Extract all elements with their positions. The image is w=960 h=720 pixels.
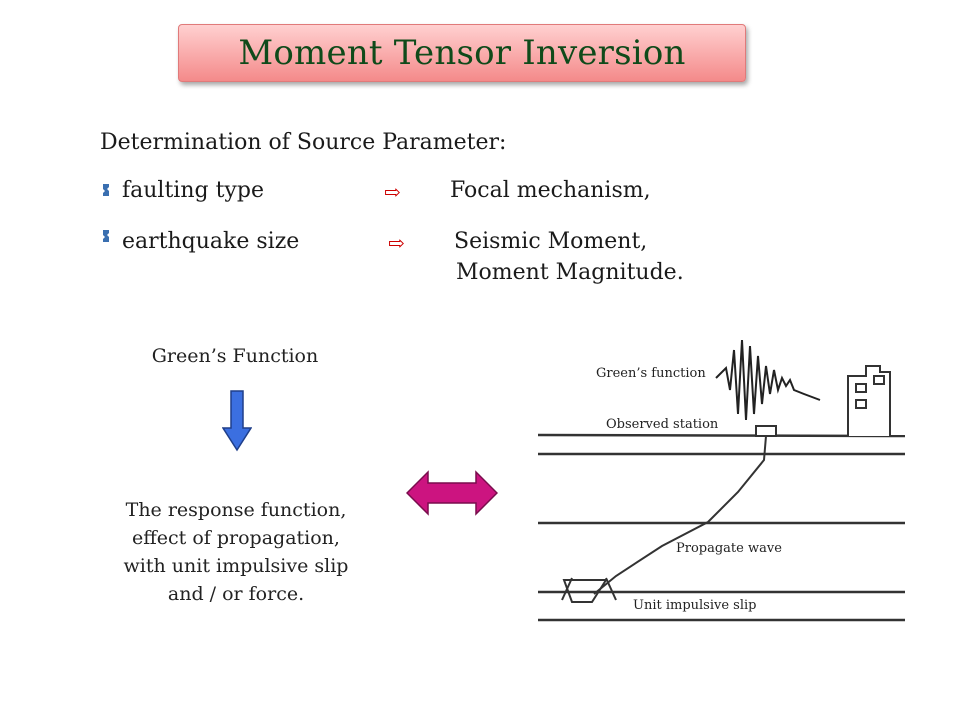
bullet-result-focal-mechanism: Focal mechanism, xyxy=(450,178,651,203)
label-propagate-wave: Propagate wave xyxy=(676,541,782,556)
response-line: effect of propagation, xyxy=(132,527,340,549)
bullet-result-moment-magnitude: Moment Magnitude. xyxy=(456,260,684,285)
propagation-diagram xyxy=(537,339,906,622)
building-icon xyxy=(847,365,891,436)
bullet-icon xyxy=(103,230,109,242)
double-arrow-icon xyxy=(406,470,498,516)
response-line: with unit impulsive slip xyxy=(123,555,349,577)
greens-function-title: Green’s Function xyxy=(151,345,319,367)
section-heading: Determination of Source Parameter: xyxy=(100,130,507,155)
title-banner: Moment Tensor Inversion xyxy=(178,24,746,82)
right-arrow-icon: ⇨ xyxy=(384,180,401,204)
fault-slip-symbol xyxy=(561,577,617,603)
seismogram-trace xyxy=(715,339,821,421)
response-function-text: The response function, effect of propaga… xyxy=(100,496,372,608)
bullet-label-faulting-type: faulting type xyxy=(122,178,264,203)
bullet-result-seismic-moment: Seismic Moment, xyxy=(454,229,648,254)
ray-path xyxy=(593,435,767,595)
label-observed-station: Observed station xyxy=(606,417,719,432)
response-line: and / or force. xyxy=(167,583,305,605)
response-line: The response function, xyxy=(125,499,347,521)
bullet-icon xyxy=(103,184,109,196)
layer-lines xyxy=(537,433,906,622)
label-greens-function: Green’s function xyxy=(596,366,706,381)
label-unit-impulsive-slip: Unit impulsive slip xyxy=(633,598,757,613)
right-arrow-icon: ⇨ xyxy=(388,231,405,255)
down-arrow-icon xyxy=(222,390,252,452)
station-marker xyxy=(755,425,777,437)
page-title: Moment Tensor Inversion xyxy=(238,33,686,73)
bullet-label-earthquake-size: earthquake size xyxy=(122,229,300,254)
